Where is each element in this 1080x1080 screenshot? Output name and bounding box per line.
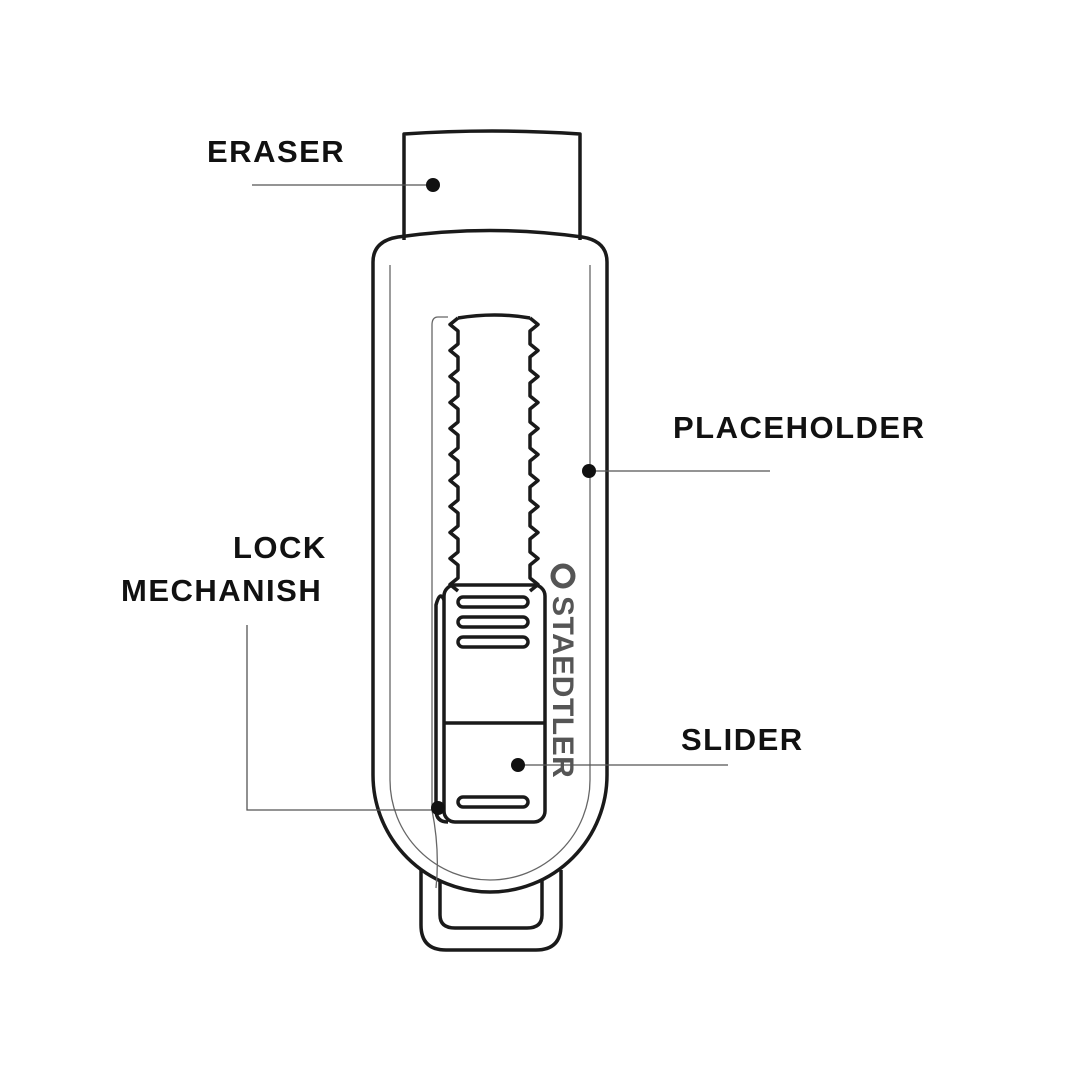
holder-inner-edge bbox=[389, 265, 591, 881]
label-placeholder: PLACEHOLDER bbox=[673, 410, 925, 445]
leader-eraser bbox=[252, 178, 440, 192]
label-lock-line2: MECHANISH bbox=[121, 573, 322, 608]
leader-slider bbox=[511, 758, 728, 772]
brand-logo: STAEDTLER bbox=[546, 563, 579, 778]
slider[interactable] bbox=[434, 583, 547, 824]
bottom-tab bbox=[419, 870, 563, 952]
label-lock-line1: LOCK bbox=[233, 530, 327, 565]
holder-body bbox=[371, 228, 609, 894]
brand-text: STAEDTLER bbox=[546, 596, 579, 778]
label-slider: SLIDER bbox=[681, 722, 804, 757]
eraser-strip bbox=[448, 313, 540, 593]
label-eraser: ERASER bbox=[207, 134, 345, 169]
leader-placeholder bbox=[582, 464, 770, 478]
brand-logo-icon bbox=[550, 563, 576, 589]
leader-lock bbox=[246, 625, 445, 815]
window-edge bbox=[431, 316, 448, 889]
eraser-block bbox=[402, 129, 582, 240]
